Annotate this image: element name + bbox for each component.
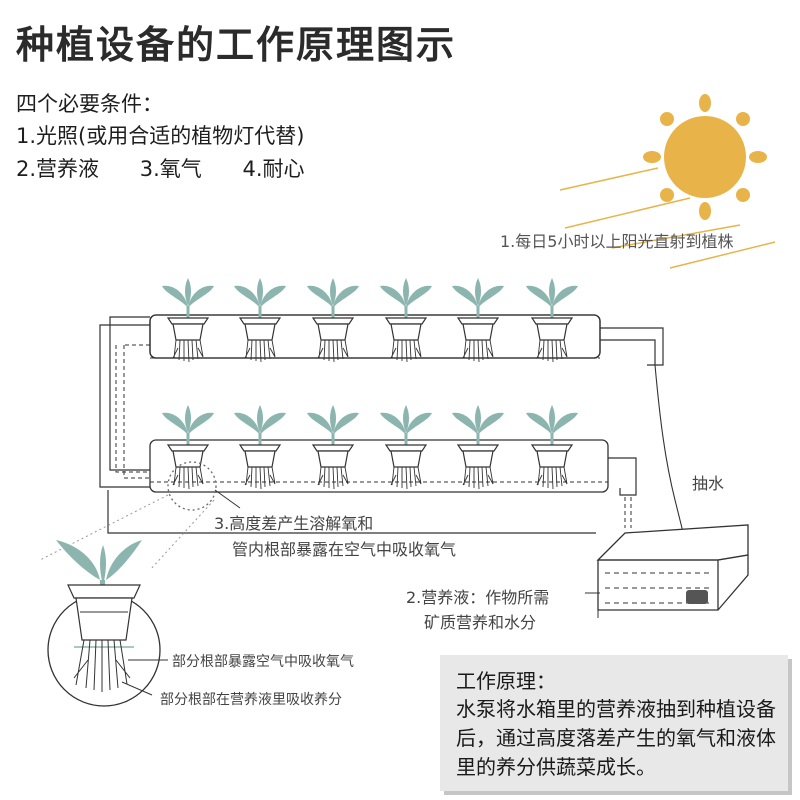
sun-icon	[643, 94, 767, 220]
principle-box: 工作原理： 水泵将水箱里的营养液抽到种植设备后，通过高度落差产生的氧气和液体里的…	[440, 655, 788, 791]
label-root-air: 部分根部暴露空气中吸收氧气	[172, 654, 354, 670]
detail-highlight-circle	[167, 461, 217, 511]
sun-rays	[559, 167, 776, 269]
page-title: 种植设备的工作原理图示	[16, 23, 457, 67]
conditions-row: 2.营养液 3.氧气 4.耐心	[16, 153, 339, 183]
water-pump-icon	[686, 590, 708, 604]
water-tank-icon	[596, 524, 749, 618]
label-nutrient-1: 2.营养液：作物所需	[406, 588, 550, 607]
label-root-liquid: 部分根部在营养液里吸收养分	[160, 692, 342, 708]
label-oxygen-2: 管内根部暴露在空气中吸收氧气	[232, 540, 457, 559]
label-sunlight: 1.每日5小时以上阳光直射到植株	[500, 232, 734, 251]
principle-body: 水泵将水箱里的营养液抽到种植设备后，通过高度落差产生的氧气和液体里的养分供蔬菜成…	[456, 697, 776, 779]
label-nutrient-2: 矿质营养和水分	[424, 613, 537, 632]
label-pump: 抽水	[692, 474, 725, 493]
root-detail-view	[47, 540, 168, 707]
conditions-heading: 四个必要条件：	[16, 92, 163, 116]
principle-heading: 工作原理：	[456, 669, 556, 693]
upper-grow-pipe	[149, 314, 601, 359]
condition-patience: 4.耐心	[242, 157, 305, 181]
condition-nutrient: 2.营养液	[16, 157, 100, 181]
condition-light: 1.光照(或用合适的植物灯代替)	[16, 124, 305, 148]
condition-oxygen: 3.氧气	[139, 157, 202, 181]
water-flow-lines	[115, 344, 632, 528]
label-oxygen-1: 3.高度差产生溶解氧和	[214, 514, 374, 533]
